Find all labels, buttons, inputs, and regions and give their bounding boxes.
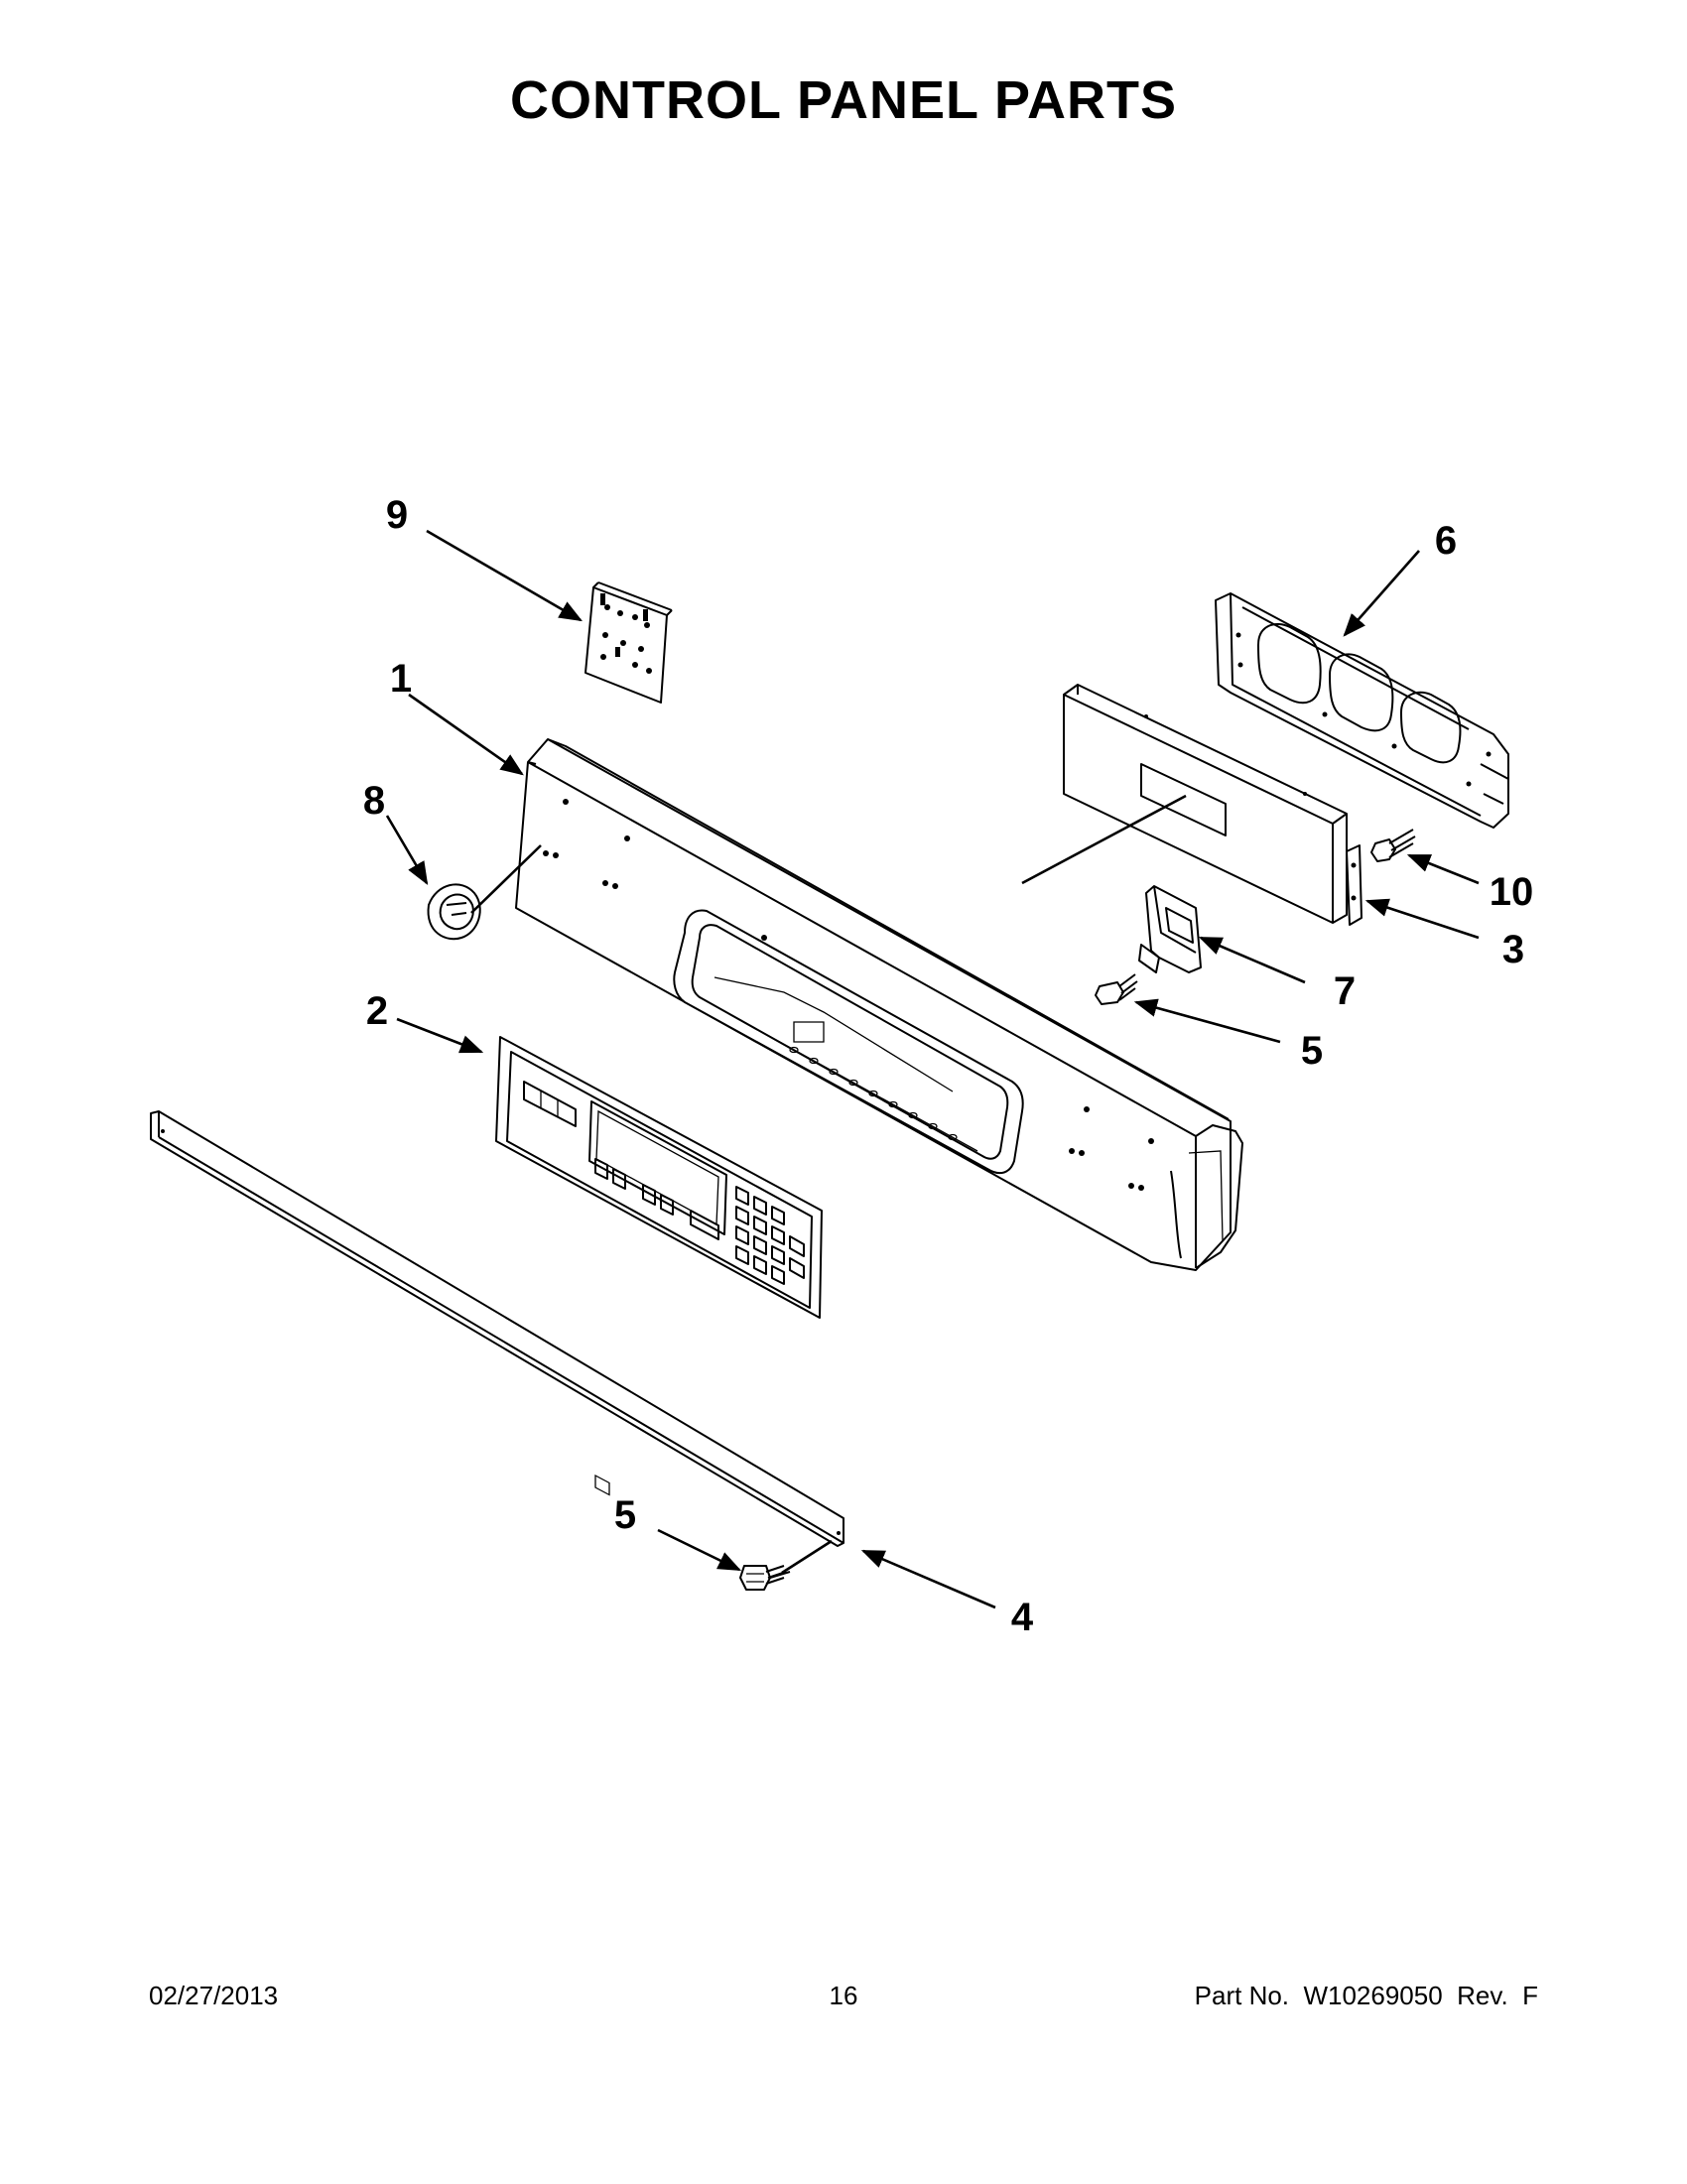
part-1-control-panel (515, 738, 1243, 1271)
part-8-knob (427, 883, 481, 941)
page-title: CONTROL PANEL PARTS (509, 70, 1178, 130)
callout-8: 8 (363, 779, 385, 823)
callout-2: 2 (366, 989, 388, 1033)
footer-page-number: 16 (829, 1981, 858, 2010)
leader-lines (385, 529, 1480, 1609)
callout-1: 1 (390, 657, 412, 701)
part-5-screw-upper (1095, 973, 1138, 1005)
callout-labels: 9 1 8 2 6 10 3 7 5 5 4 (363, 493, 1533, 1639)
footer-date: 02/27/2013 (149, 1981, 279, 2010)
part-2-overlay-keypad (495, 1036, 823, 1496)
part-10-screw (1370, 829, 1416, 862)
part-4-trim-strip (150, 1110, 844, 1547)
callout-5-upper: 5 (1301, 1029, 1323, 1073)
callout-9: 9 (386, 493, 408, 537)
callout-3: 3 (1502, 928, 1524, 971)
callout-10: 10 (1490, 870, 1534, 914)
part-6-mounting-plate (1215, 592, 1509, 829)
part-7-bracket (1138, 885, 1202, 973)
callout-7: 7 (1334, 969, 1356, 1013)
part-5-screw-lower (739, 1565, 791, 1591)
callout-4: 4 (1011, 1596, 1034, 1639)
callout-6: 6 (1435, 519, 1457, 563)
part-3-control-housing (1063, 684, 1363, 926)
part-9-circuit-board (584, 581, 673, 704)
footer-part-number: Part No. W10269050 Rev. F (1194, 1981, 1538, 2010)
callout-5-lower: 5 (614, 1493, 636, 1537)
